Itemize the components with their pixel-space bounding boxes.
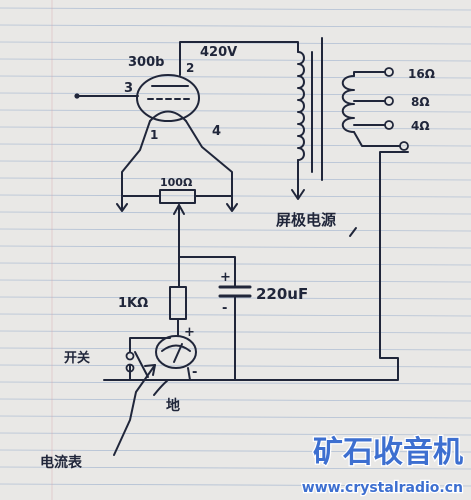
- rule-line: [0, 415, 471, 419]
- pin-2-label: 2: [186, 61, 194, 75]
- meter-minus-label: -: [192, 365, 197, 380]
- rule-line: [0, 194, 471, 198]
- bypass-wire: [178, 256, 236, 287]
- tap-8-terminal: [384, 96, 394, 106]
- rule-line: [0, 109, 471, 113]
- ammeter-scale: [161, 344, 191, 352]
- tube-envelope: [136, 74, 200, 122]
- common-terminal: [399, 141, 409, 151]
- circuit-wiring: [77, 37, 409, 456]
- cap-plus-label: +: [220, 270, 231, 285]
- ammeter-needle: [173, 343, 183, 363]
- rule-line: [0, 381, 471, 385]
- ground-bus: [103, 151, 409, 381]
- plate-supply-label: 屏极电源: [276, 211, 336, 229]
- pot-label: 100Ω: [160, 176, 193, 189]
- cap-tick: [349, 227, 357, 237]
- rule-line: [0, 449, 471, 453]
- pin-1-label: 1: [150, 128, 158, 142]
- grid-input-dot: [74, 93, 80, 99]
- ammeter-pointer-head: [144, 364, 156, 376]
- ammeter-label: 电流表: [40, 454, 83, 471]
- rule-line: [0, 92, 471, 96]
- rule-line: [0, 58, 471, 62]
- watermark-title: 矿石收音机: [313, 435, 463, 470]
- rule-line: [0, 432, 471, 436]
- tube-label: 300b: [128, 55, 164, 70]
- rule-line: [0, 398, 471, 402]
- cap-minus-label: -: [222, 301, 227, 316]
- switch-lever: [134, 351, 149, 378]
- rule-line: [0, 7, 471, 11]
- rule-line: [0, 211, 471, 215]
- plate-voltage-label: 420V: [200, 45, 237, 60]
- ammeter-body: [155, 335, 197, 369]
- switch-contact-bottom: [125, 363, 135, 373]
- rule-line: [0, 466, 471, 470]
- plate-wire: [179, 41, 299, 76]
- rule-line: [0, 160, 471, 164]
- filament-leg-4: [185, 120, 233, 211]
- rule-line: [0, 24, 471, 28]
- switch-contact-top: [125, 351, 135, 361]
- ground-label: 地: [166, 397, 180, 414]
- tap-16-terminal: [384, 67, 394, 77]
- switch-wire-top: [129, 337, 171, 353]
- labels: 300b 420V 2 3 1 4 100Ω 1KΩ 220uF + - + -…: [40, 45, 435, 471]
- watermark-url: www.crystalradio.cn: [302, 480, 463, 496]
- transformer-secondary: [341, 75, 355, 133]
- rule-line: [0, 245, 471, 249]
- tap-4-terminal: [384, 120, 394, 130]
- resistor-label: 1KΩ: [118, 296, 148, 311]
- secondary-top-lead: [353, 71, 386, 77]
- tap-16-label: 16Ω: [408, 67, 435, 81]
- ammeter-pointer: [113, 364, 156, 456]
- tap-8-label: 8Ω: [411, 95, 430, 109]
- rule-line: [0, 483, 471, 487]
- secondary-bottom-lead: [353, 131, 401, 147]
- filament-arrow-right: [226, 203, 238, 212]
- meter-ground-wire: [187, 367, 191, 381]
- rule-line: [0, 126, 471, 130]
- ground-pointer: [153, 379, 169, 396]
- switch-label: 开关: [64, 350, 90, 366]
- rule-line: [0, 177, 471, 181]
- rule-line: [0, 75, 471, 79]
- transformer-primary: [297, 51, 305, 161]
- supply-arrow: [291, 189, 305, 200]
- capacitor-label: 220uF: [256, 285, 308, 303]
- tap-4-label: 4Ω: [411, 119, 430, 133]
- rule-line: [0, 228, 471, 232]
- watermark: 矿石收音机 www.crystalradio.cn: [301, 434, 465, 498]
- filament-leg-1: [121, 120, 151, 211]
- pin-4-label: 4: [212, 124, 221, 139]
- filament-arrow-left: [116, 203, 128, 212]
- pin-3-label: 3: [124, 81, 133, 96]
- terminals: [125, 67, 409, 373]
- tube-filament: [149, 110, 187, 122]
- meter-plus-label: +: [184, 325, 195, 340]
